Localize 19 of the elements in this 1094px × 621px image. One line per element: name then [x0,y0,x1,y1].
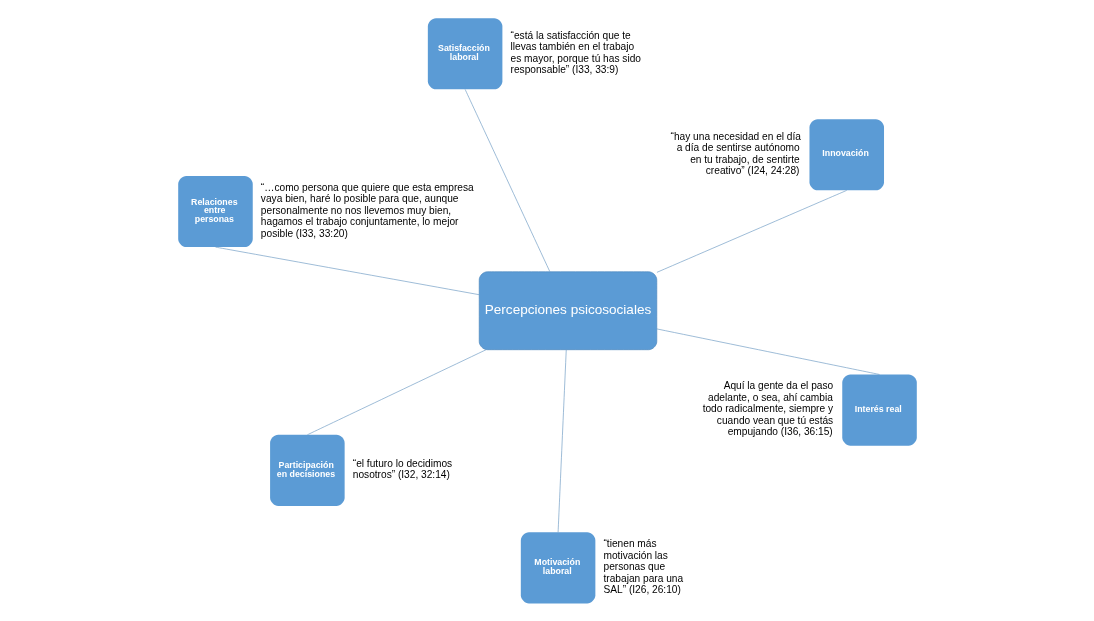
node-label: “está la satisfacción que te llevas también en el trabajo es mayor, porque tú has sido responsable” (I33, 33:9) [510,29,641,76]
node-label: “…como persona que quiere que esta empresa vaya bien, haré lo posible para que, aunque personalmente no nos llevemos muy bien, hagamos el trabajo conjuntamente, lo mejor posible (I33, 33:20) [260,181,474,239]
connector [464,89,550,272]
node-box: Motivación laboral [520,532,595,604]
connector [557,349,567,533]
node-box: Participación en decisiones [269,434,345,506]
node-box: Percepciones psicosociales [478,271,657,351]
node-label: Aquí la gente da el paso adelante, o sea, ahí cambia todo radicalmente, siempre y cuando vean que tú estás empujando (I36, 36:15) [702,380,833,438]
node-box: Interés real [841,374,917,446]
node-label: “hay una necesidad en el día a día de sentirse autónomo en tu trabajo, de sentirte creativo” (I24, 24:28) [670,130,801,177]
connector [656,190,847,273]
connector [306,349,486,436]
connector [656,328,880,375]
node-box: Satisfacción laboral [427,18,502,90]
node-label: “tienen más motivación las personas que trabajan para una SAL” (I26, 26:10) [603,538,683,596]
node-box: Relaciones entre personas [177,175,253,248]
connector [214,246,479,295]
node-label: “el futuro lo decidimos nosotros” (I32, 32:14) [352,457,452,481]
node-box: Innovación [808,119,884,191]
